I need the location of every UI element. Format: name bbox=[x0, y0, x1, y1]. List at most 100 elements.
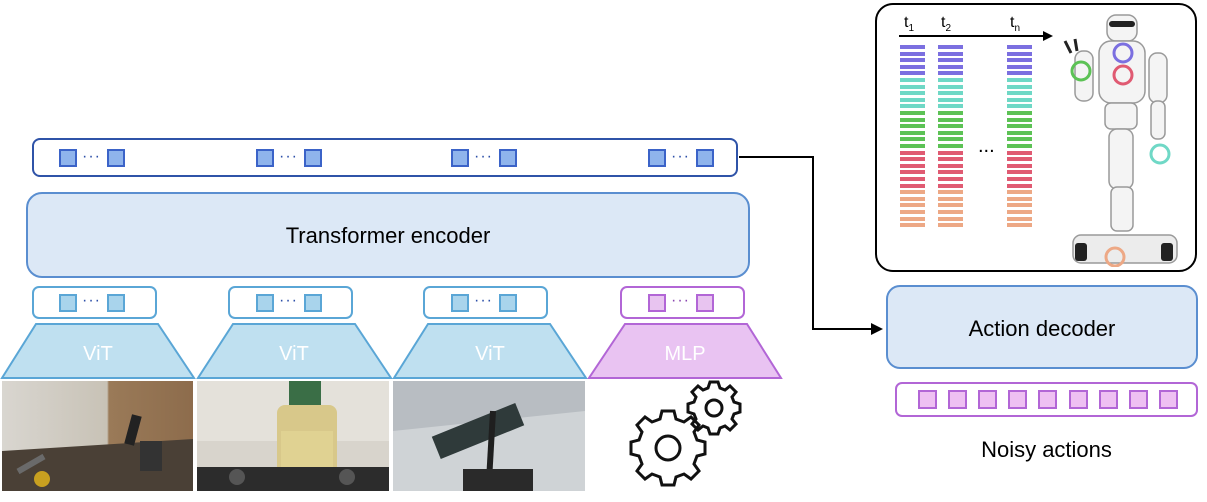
action-bar-right-arm bbox=[938, 130, 963, 135]
action-bar-head bbox=[1007, 64, 1032, 69]
action-bar-right-arm bbox=[938, 117, 963, 122]
vit-label-2: ViT bbox=[279, 343, 309, 365]
action-bar-torso bbox=[1007, 150, 1032, 155]
token bbox=[499, 149, 517, 167]
camera-image-3 bbox=[393, 381, 585, 491]
action-bar-torso bbox=[900, 170, 925, 175]
action-bar-right-arm bbox=[938, 124, 963, 129]
action-bar-right-arm bbox=[900, 111, 925, 115]
vit-trapezoid-1 bbox=[0, 323, 196, 379]
joint-markers bbox=[1070, 42, 1171, 267]
token bbox=[648, 149, 666, 167]
action-bar-left-arm bbox=[900, 78, 925, 82]
arrow-head bbox=[871, 323, 883, 335]
action-token bbox=[918, 390, 937, 409]
action-token bbox=[1008, 390, 1027, 409]
action-bar-left-arm bbox=[1007, 91, 1032, 96]
vit-token-box-1: ··· bbox=[32, 286, 157, 319]
action-token bbox=[1129, 390, 1148, 409]
action-bar-base bbox=[900, 203, 925, 208]
token-dots: ··· bbox=[82, 148, 101, 165]
action-bar-head bbox=[1007, 45, 1032, 49]
action-bar-torso bbox=[900, 150, 925, 155]
action-bar-head bbox=[938, 64, 963, 69]
vit-trapezoid-2 bbox=[196, 323, 393, 379]
action-bar-torso bbox=[938, 150, 963, 155]
action-bar-right-arm bbox=[938, 144, 963, 148]
action-bar-head bbox=[938, 51, 963, 56]
token bbox=[648, 294, 666, 312]
token-dots: ··· bbox=[474, 292, 493, 309]
action-bar-left-arm bbox=[938, 97, 963, 102]
time-label-t2: t2 bbox=[941, 14, 952, 35]
action-bar-base bbox=[900, 216, 925, 221]
action-bar-right-arm bbox=[938, 137, 963, 142]
action-bar-torso bbox=[1007, 170, 1032, 175]
action-bar-base bbox=[900, 196, 925, 201]
time-label-t1: t1 bbox=[904, 14, 915, 35]
action-bar-head bbox=[900, 71, 925, 76]
action-bar-torso bbox=[938, 177, 963, 181]
token bbox=[304, 149, 322, 167]
action-token bbox=[1099, 390, 1118, 409]
vit-trapezoid-3 bbox=[392, 323, 588, 379]
transformer-encoder-block: Transformer encoder bbox=[26, 192, 750, 278]
token bbox=[696, 149, 714, 167]
action-bar-base bbox=[938, 203, 963, 208]
token-dots: ··· bbox=[82, 292, 101, 309]
action-bar-left-arm bbox=[900, 84, 925, 89]
action-bar-left-arm bbox=[1007, 84, 1032, 89]
action-bar-torso bbox=[938, 170, 963, 175]
gears-icon bbox=[629, 380, 742, 487]
action-bar-torso bbox=[938, 157, 963, 162]
action-bar-right-arm bbox=[1007, 144, 1032, 148]
mlp-label: MLP bbox=[664, 343, 706, 365]
action-bar-right-arm bbox=[900, 137, 925, 142]
token bbox=[304, 294, 322, 312]
action-bar-base bbox=[1007, 216, 1032, 221]
mlp-trapezoid bbox=[587, 323, 783, 379]
action-bar-head bbox=[900, 64, 925, 69]
time-axis-arrow bbox=[899, 31, 1053, 41]
action-bar-left-arm bbox=[900, 97, 925, 102]
action-bar-base bbox=[900, 223, 925, 228]
action-bar-left-arm bbox=[938, 91, 963, 96]
action-bar-torso bbox=[938, 183, 963, 188]
action-bar-torso bbox=[900, 163, 925, 168]
action-bar-head bbox=[1007, 58, 1032, 63]
action-bar-head bbox=[938, 58, 963, 63]
robot-body bbox=[1072, 14, 1178, 264]
mlp-token-box: ··· bbox=[620, 286, 745, 319]
action-bar-left-arm bbox=[938, 104, 963, 109]
action-bar-torso bbox=[1007, 163, 1032, 168]
token bbox=[256, 149, 274, 167]
action-decoder-label: Action decoder bbox=[968, 316, 1116, 341]
token bbox=[59, 294, 77, 312]
action-bar-torso bbox=[1007, 183, 1032, 188]
action-bar-base bbox=[1007, 190, 1032, 195]
action-bar-base bbox=[938, 223, 963, 228]
action-bar-head bbox=[900, 51, 925, 56]
action-bar-right-arm bbox=[900, 130, 925, 135]
action-bar-right-arm bbox=[1007, 111, 1032, 115]
action-bar-left-arm bbox=[900, 91, 925, 96]
token-dots: ··· bbox=[671, 148, 690, 165]
action-token bbox=[978, 390, 997, 409]
token bbox=[499, 294, 517, 312]
action-bar-head bbox=[938, 45, 963, 49]
action-bar-left-arm bbox=[938, 84, 963, 89]
action-token bbox=[1069, 390, 1088, 409]
action-bar-right-arm bbox=[900, 124, 925, 129]
action-bar-head bbox=[1007, 51, 1032, 56]
action-token bbox=[1159, 390, 1178, 409]
vit-token-box-3: ··· bbox=[423, 286, 548, 319]
action-bar-base bbox=[1007, 223, 1032, 228]
action-bar-right-arm bbox=[1007, 130, 1032, 135]
vit-token-box-2: ··· bbox=[228, 286, 353, 319]
action-bar-torso bbox=[900, 157, 925, 162]
action-bar-torso bbox=[900, 183, 925, 188]
action-bar-base bbox=[938, 216, 963, 221]
action-bar-torso bbox=[1007, 177, 1032, 181]
small-gear bbox=[686, 380, 742, 436]
noisy-actions-strip bbox=[895, 382, 1198, 417]
